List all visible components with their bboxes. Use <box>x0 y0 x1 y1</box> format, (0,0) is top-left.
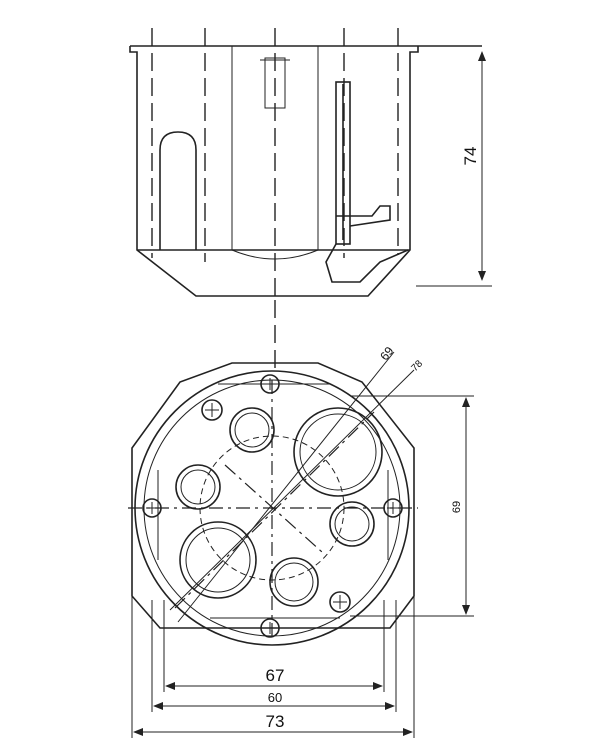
clamp-foot <box>325 243 409 283</box>
diag-dimension-78 <box>169 369 415 611</box>
outer-outline <box>131 362 415 629</box>
screw-icon <box>329 591 351 613</box>
box-rim-right <box>409 46 419 60</box>
box-body <box>136 60 411 297</box>
width-73-label: 73 <box>266 712 285 731</box>
screw-icon <box>260 374 280 394</box>
right-dimension-label: 69 <box>451 501 463 513</box>
knockout-small-right <box>329 501 375 547</box>
clamp-hook <box>336 205 391 227</box>
diag-dimension-69 <box>177 351 395 623</box>
side-view: 74 <box>129 28 492 300</box>
knockout-small-top <box>229 407 275 453</box>
knockout-small-bottom <box>269 557 319 607</box>
screw-icon <box>260 618 280 638</box>
diag-69-label: 69 <box>377 344 396 363</box>
height-label: 74 <box>461 147 480 166</box>
box-rim-left <box>129 46 138 60</box>
knockout-large-top-right <box>293 407 383 497</box>
width-67-label: 67 <box>266 666 285 685</box>
clamp-bar <box>335 81 351 245</box>
knockout-small-left <box>175 464 221 510</box>
knockout-slot <box>159 131 197 250</box>
knockout-large-bottom-left <box>179 521 257 599</box>
top-view: 69 78 69 67 60 73 <box>128 344 474 738</box>
width-60-label: 60 <box>268 690 282 705</box>
screw-icon <box>201 399 223 421</box>
